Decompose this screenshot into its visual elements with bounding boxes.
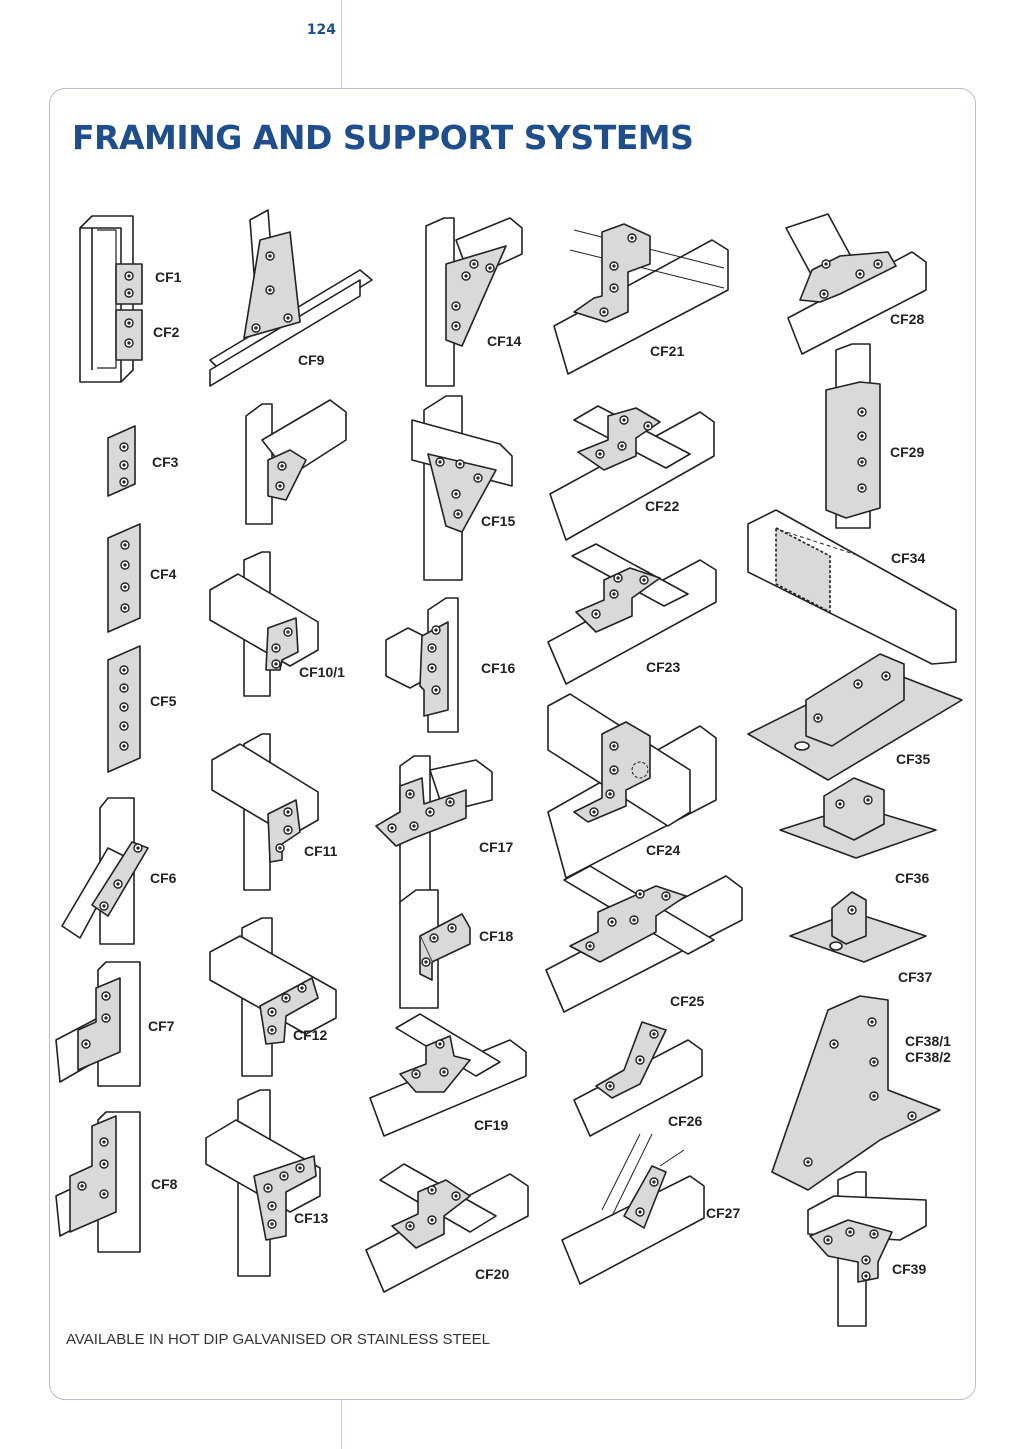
label-cf1: CF1 [155,269,182,285]
label-cf19: CF19 [474,1117,509,1133]
cf34-fitting [747,509,957,665]
label-cf11: CF11 [304,843,338,859]
footer-note: AVAILABLE IN HOT DIP GALVANISED OR STAIN… [66,1331,491,1348]
cf11-fitting [211,733,319,891]
label-cf21: CF21 [650,343,685,359]
cf6-hinged-fitting [61,797,149,945]
label-cf20: CF20 [475,1266,510,1282]
label-cf10-1: CF10/1 [299,664,345,680]
cf1-cf2-splice-plates [79,215,143,383]
cf16-fitting [385,597,459,733]
label-cf24: CF24 [646,842,681,858]
cf12-fitting [209,917,337,1077]
label-cf25: CF25 [670,993,705,1009]
top-divider-line [341,0,342,88]
cf39-fitting [807,1171,927,1327]
label-cf22: CF22 [645,498,680,514]
cf5-plate [107,645,141,773]
label-cf28: CF28 [890,311,925,327]
label-cf8: CF8 [151,1176,178,1192]
cf27-fitting [561,1133,705,1285]
cf35-base-plate [747,653,963,781]
label-cf37: CF37 [898,969,933,985]
label-cf38-1: CF38/1 [905,1033,951,1049]
cf38-gusset-base [771,995,941,1191]
label-cf39: CF39 [892,1261,927,1277]
label-cf38-2: CF38/2 [905,1049,951,1065]
label-cf36: CF36 [895,870,930,886]
cf3-plate [107,425,136,497]
label-cf27: CF27 [706,1205,741,1221]
label-cf35: CF35 [896,751,931,767]
label-cf23: CF23 [646,659,681,675]
cf22-fitting [549,405,715,541]
cf28-fitting [785,213,927,355]
label-cf2: CF2 [153,324,180,340]
cf23-fitting [547,543,717,685]
cf37-base-plate [789,891,927,963]
label-cf4: CF4 [150,566,177,582]
cf29-fitting [825,343,881,529]
cf7-corner-fitting [55,961,141,1087]
cf26-fitting [573,1021,703,1137]
label-cf29: CF29 [890,444,925,460]
label-cf18: CF18 [479,928,514,944]
label-cf16: CF16 [481,660,516,676]
cf13-fitting [205,1089,321,1277]
cf14-gusset [425,217,523,387]
cf21-fitting [553,223,729,375]
cf20-fitting [365,1163,529,1293]
label-cf3: CF3 [152,454,179,470]
cf15-gusset [411,395,513,581]
label-cf6: CF6 [150,870,177,886]
cf4-plate [107,523,141,633]
cf8-tee-fitting [55,1111,141,1253]
label-cf7: CF7 [148,1018,175,1034]
bottom-divider-line [341,1398,342,1449]
cf19-fitting [369,1013,527,1137]
cf18-fitting [399,889,471,1009]
label-cf15: CF15 [481,513,516,529]
label-cf17: CF17 [479,839,514,855]
cf10-1-bracket [245,399,347,525]
label-cf13: CF13 [294,1210,329,1226]
page-title: FRAMING AND SUPPORT SYSTEMS [72,118,694,157]
cf10-fitting [209,551,319,697]
label-cf12: CF12 [293,1027,328,1043]
label-cf26: CF26 [668,1113,703,1129]
page-number: 124 [306,22,336,38]
label-cf5: CF5 [150,693,177,709]
label-cf9: CF9 [298,352,325,368]
label-cf34: CF34 [891,550,926,566]
cf17-fitting [375,755,493,905]
cf9-gusset-fitting [209,209,373,387]
cf25-fitting [545,865,743,1013]
cf36-base-plate [779,777,937,859]
label-cf14: CF14 [487,333,522,349]
cf24-fitting [547,693,717,879]
